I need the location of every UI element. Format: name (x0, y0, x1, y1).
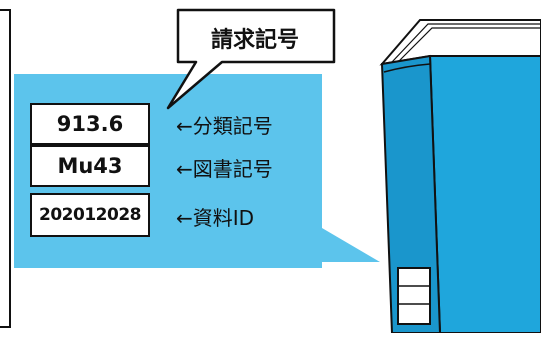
classification-number-cell: 913.6 (30, 103, 150, 145)
book-cover (428, 55, 541, 334)
left-frame (0, 9, 11, 328)
classification-description: ←分類記号 (176, 113, 273, 138)
material-id-cell: 202012028 (30, 193, 150, 237)
callout-title: 請求記号 (210, 28, 299, 53)
callout-bubble (166, 8, 336, 110)
book-illustration (379, 19, 541, 334)
author-mark-cell: Mu43 (30, 145, 150, 187)
spine-label (397, 267, 431, 325)
author-mark-description: ←図書記号 (176, 156, 273, 181)
material-id-description: ←資料ID (176, 205, 255, 230)
